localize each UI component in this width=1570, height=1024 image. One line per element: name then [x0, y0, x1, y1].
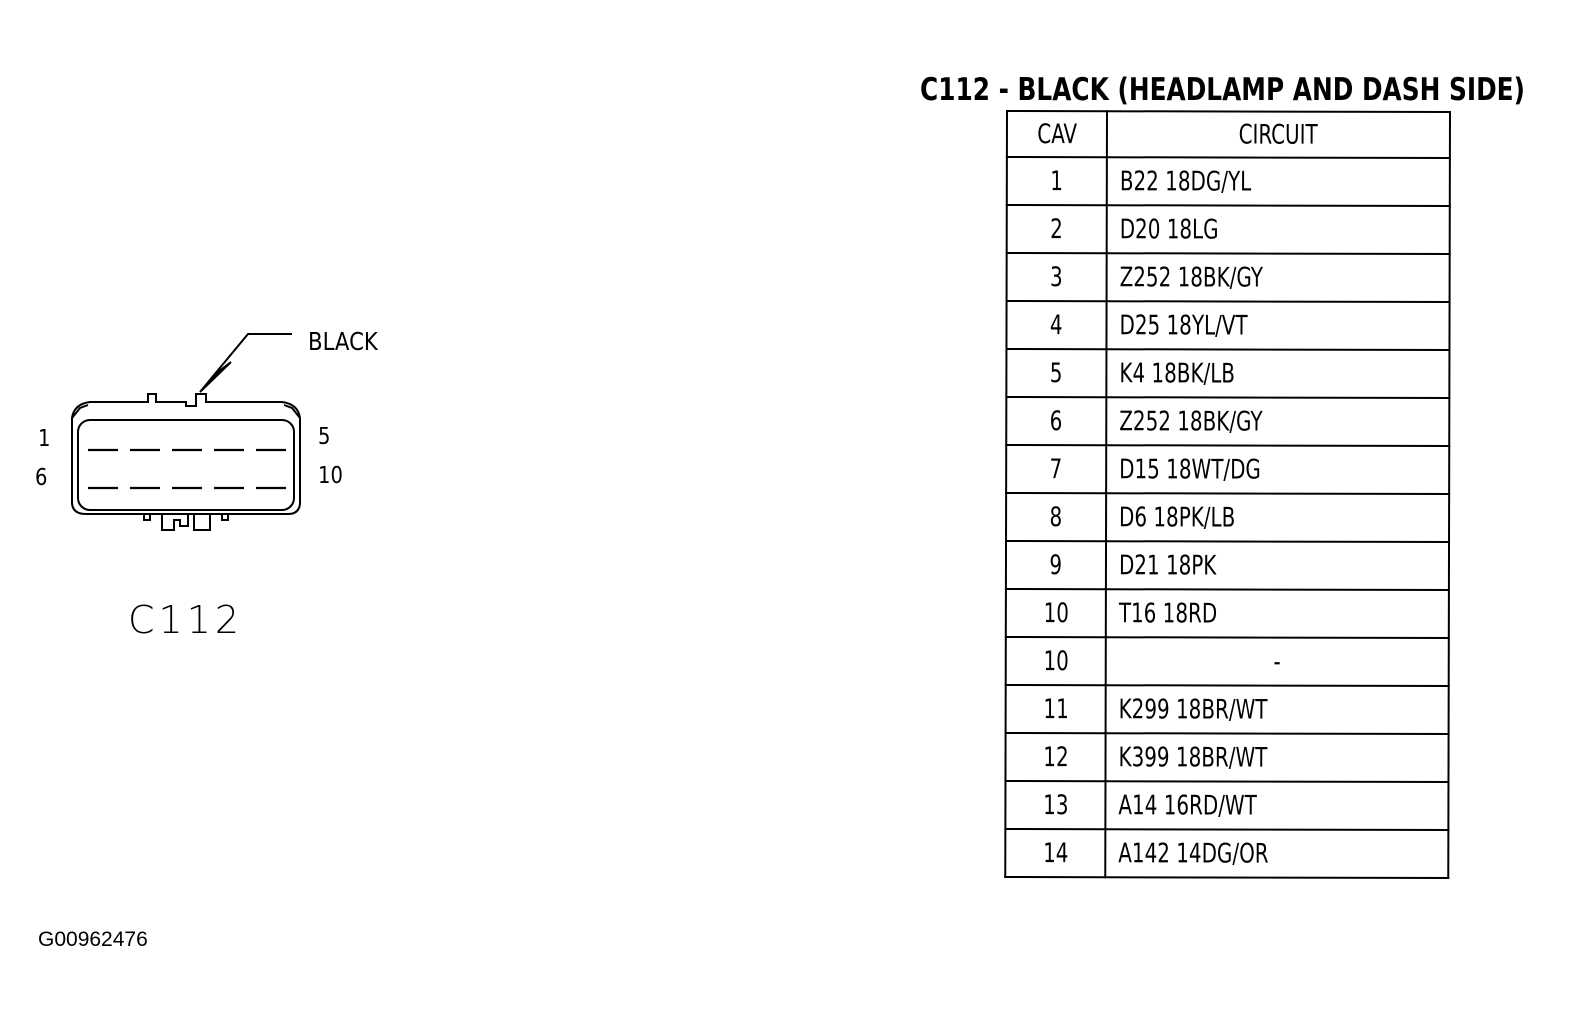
connector-drawing [71, 333, 301, 531]
cav-cell: 6 [1006, 397, 1107, 446]
pin-label-1: 1 [38, 426, 51, 452]
table-header-row: CAV CIRCUIT [1006, 111, 1450, 159]
circuit-cell: Z252 18BK/GY [1106, 253, 1450, 303]
circuit-cell: D15 18WT/DG [1106, 445, 1450, 495]
pin-label-5: 5 [318, 424, 331, 450]
circuit-cell: K399 18BR/WT [1105, 733, 1449, 783]
cav-cell: 11 [1005, 685, 1106, 734]
circuit-cell: Z252 18BK/GY [1106, 397, 1450, 447]
cav-cell: 2 [1006, 205, 1107, 254]
pin-label-6: 6 [35, 465, 48, 491]
figure-id: G00962476 [38, 928, 148, 951]
circuit-cell: A142 14DG/OR [1105, 829, 1449, 879]
connector-color-label: BLACK [308, 327, 378, 356]
header-cav: CAV [1006, 111, 1107, 158]
header-circuit: CIRCUIT [1106, 111, 1450, 159]
cav-cell: 4 [1006, 301, 1107, 350]
pin-label-10: 10 [318, 463, 343, 489]
cav-cell: 9 [1005, 541, 1107, 590]
cav-cell: 8 [1006, 493, 1107, 542]
circuit-cell: K299 18BR/WT [1105, 685, 1449, 735]
circuit-cell: D25 18YL/VT [1106, 301, 1450, 351]
bottom-latch [143, 514, 229, 531]
cav-cell: 1 [1006, 157, 1107, 206]
connector-shell [71, 393, 301, 515]
circuit-cell: B22 18DG/YL [1106, 157, 1450, 207]
circuit-cell: D6 18PK/LB [1106, 493, 1450, 543]
right-flange [283, 404, 301, 419]
circuit-cell: K4 18BK/LB [1106, 349, 1450, 399]
table-row: 10- [1005, 637, 1449, 687]
circuit-cell: D20 18LG [1106, 205, 1450, 255]
table-title: C112 - BLACK (HEADLAMP AND DASH SIDE) [920, 72, 1525, 108]
cav-cell: 7 [1006, 445, 1107, 494]
leader-arrowhead [199, 361, 232, 393]
cav-cell: 10 [1005, 589, 1106, 638]
circuit-cell: A14 16RD/WT [1105, 781, 1449, 831]
connector-body [77, 419, 295, 511]
cav-cell: 12 [1005, 733, 1106, 782]
left-flange [71, 404, 89, 419]
circuit-cell: T16 18RD [1105, 589, 1449, 639]
cav-cell: 13 [1005, 781, 1106, 830]
cav-cell: 14 [1005, 829, 1106, 878]
circuit-cell: D21 18PK [1105, 541, 1450, 591]
connector-name: C112 [128, 598, 244, 642]
cav-cell: 5 [1006, 349, 1107, 398]
leader-line [213, 333, 292, 376]
cav-cell: 10 [1005, 637, 1106, 686]
circuit-cell: - [1105, 637, 1449, 687]
cav-cell: 3 [1006, 253, 1107, 302]
